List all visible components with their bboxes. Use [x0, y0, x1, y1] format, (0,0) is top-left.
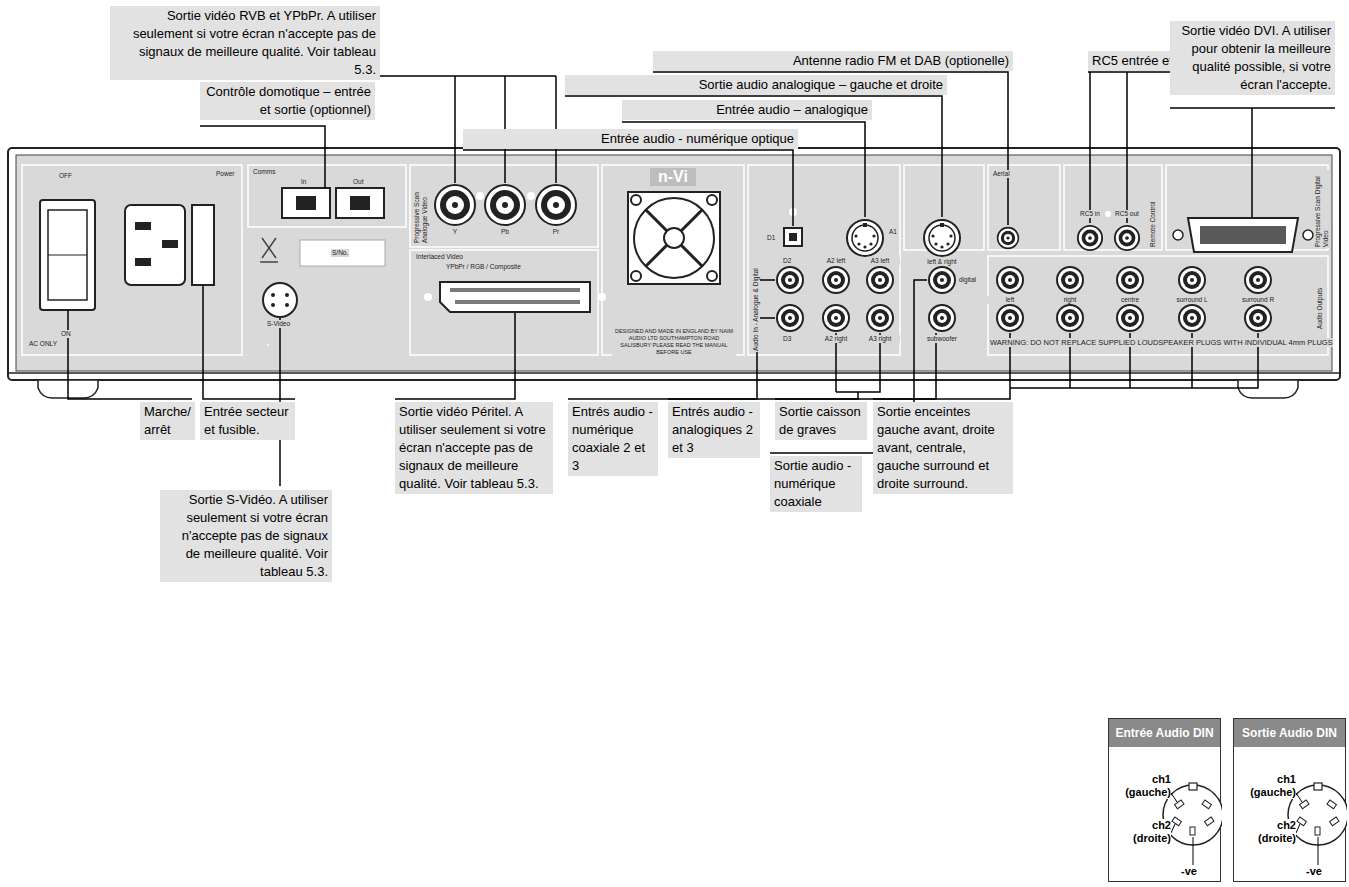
- panel-marking: A2 left: [816, 257, 856, 265]
- panel-marking: centre: [1105, 296, 1155, 304]
- panel-marking: A3 left: [860, 257, 900, 265]
- panel-marking: Remote Control: [1149, 170, 1157, 248]
- panel-marking: digital: [958, 276, 977, 284]
- panel-marking: Pr: [546, 228, 566, 236]
- panel-marking: OFF: [58, 172, 73, 180]
- panel-marking: surround R: [1233, 296, 1283, 304]
- callout-text: Entrée audio - numérique optique: [463, 129, 798, 149]
- panel-marking: In: [300, 178, 307, 186]
- panel-marking: Interlaced Video: [415, 253, 464, 261]
- callout-text: Sortie caisson de graves: [775, 402, 867, 440]
- pin-label: ch2 (droite): [1238, 819, 1296, 845]
- panel-marking: Audio Outputs: [1316, 262, 1324, 330]
- panel-marking: AC ONLY: [28, 340, 58, 348]
- callout-text: Sortie vidéo DVI. A utiliser pour obteni…: [1170, 21, 1335, 95]
- panel-marking: A3 right: [860, 335, 900, 343]
- panel-marking: WARNING: DO NOT REPLACE SUPPLIED LOUDSPE…: [990, 338, 1333, 347]
- box-heading: Sortie Audio DIN: [1234, 719, 1345, 747]
- callout-text: Entrés audio - numérique coaxiale 2 et 3: [568, 402, 658, 476]
- din-pinout-box: Entrée Audio DIN ch1 (gauche) ch2 (droite)…: [1108, 718, 1221, 882]
- panel-marking: YPbPr / RGB / Composite: [445, 263, 522, 271]
- panel-marking: Aerial: [992, 170, 1011, 178]
- callout-text: Entrée audio – analogique: [622, 100, 872, 120]
- panel-marking: D2: [782, 257, 792, 265]
- callout-text: Marche/ arrêt: [140, 402, 195, 440]
- pin-label: ch1 (gauche): [1113, 773, 1171, 799]
- panel-marking: surround L: [1167, 296, 1217, 304]
- callout-text: Sortie S-Vidéo. A utiliser seulement si …: [160, 490, 332, 582]
- panel-marking: right: [1045, 296, 1095, 304]
- callout-text: Entrés audio - analogiques 2 et 3: [668, 402, 760, 458]
- panel-marking: D1: [766, 234, 776, 242]
- callout-text: Sortie vidéo RVB et YPbPr. A utiliser se…: [110, 6, 380, 80]
- panel-marking: Comms: [252, 168, 276, 176]
- callout-text: Sortie vidéo Péritel. A utiliser seuleme…: [395, 402, 553, 494]
- pin-label: ch2 (droite): [1113, 819, 1171, 845]
- panel-marking: DESIGNED AND MADE IN ENGLAND BY NAIM AUD…: [612, 328, 736, 356]
- panel-marking: S/No.: [331, 249, 349, 257]
- din-pinout-box: Sortie Audio DIN ch1 (gauche) ch2 (droite)…: [1233, 718, 1346, 882]
- panel-marking: subwoofer: [924, 335, 960, 343]
- callout-text: Sortie enceintes gauche avant, droite av…: [873, 402, 1013, 494]
- panel-marking: Audio In - Analogue & Digital: [752, 172, 760, 352]
- panel-marking: S-Video: [266, 320, 291, 328]
- panel-marking: A2 right: [816, 335, 856, 343]
- pin-label: ch1 (gauche): [1238, 773, 1296, 799]
- panel-marking: Out: [352, 178, 364, 186]
- callout-text: Contrôle domotique – entrée et sortie (o…: [200, 82, 375, 120]
- panel-marking: RC5 out: [1112, 210, 1142, 218]
- panel-marking: Pb: [495, 228, 515, 236]
- panel-marking: left: [985, 296, 1035, 304]
- panel-marking: Progressive Scan Digital Video: [1314, 170, 1330, 248]
- panel-marking: D3: [782, 335, 792, 343]
- panel-marking: A1: [888, 228, 898, 236]
- callout-text: Antenne radio FM et DAB (optionelle): [653, 51, 1013, 71]
- box-heading: Entrée Audio DIN: [1109, 719, 1220, 747]
- panel-marking: ON: [60, 330, 72, 338]
- panel-marking: Power: [215, 170, 235, 178]
- panel-marking: RC5 in: [1075, 210, 1105, 218]
- panel-marking: Progressive Scan Analogue Video: [413, 170, 429, 244]
- callout-text: Sortie audio analogique – gauche et droi…: [565, 75, 947, 95]
- callout-text: Entrée secteur et fusible.: [200, 402, 295, 440]
- callout-text: Sortie audio - numérique coaxiale: [770, 456, 862, 512]
- panel-marking: Y: [445, 228, 465, 236]
- pin-label: -ve: [1306, 865, 1336, 878]
- panel-marking: n-Vi: [650, 168, 696, 186]
- pin-label: -ve: [1181, 865, 1211, 878]
- panel-marking: left & right: [917, 258, 967, 266]
